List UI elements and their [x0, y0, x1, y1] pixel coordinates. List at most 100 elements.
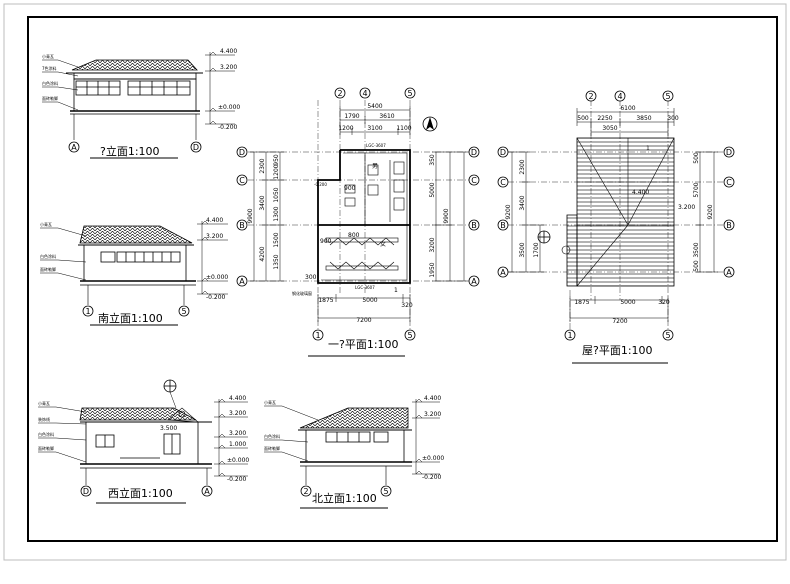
west-level-ground: ±0.000 [227, 457, 249, 464]
east-level-marks [205, 51, 235, 125]
roof-dim-500: 500 [577, 115, 589, 122]
west-level-eave: 3.200 [229, 410, 246, 417]
south-level-marks [197, 220, 228, 295]
floor-plan: 5400 1790 3610 1200 3100 1100 9900 2300 … [236, 87, 480, 357]
roof-dim-3850: 3850 [636, 115, 651, 122]
plan-dim-right-5000: 5000 [429, 182, 436, 197]
plan-axis-left-b: B [239, 221, 245, 230]
roof-axis-left-c: C [500, 178, 506, 187]
plan-axis-2: 2 [337, 89, 342, 98]
plan-dim-1200: 1200 [338, 125, 353, 132]
west-level-outdoor: -0.200 [227, 476, 247, 483]
south-level-outdoor: -0.200 [206, 294, 226, 301]
roof-dim-2250: 2250 [597, 115, 612, 122]
plan-dim-left-950: 950 [273, 154, 280, 166]
plan-dim-1100: 1100 [396, 125, 411, 132]
east-elevation-title: ?立面1:100 [100, 144, 160, 158]
plan-dim-bottom-320: 320 [401, 302, 413, 309]
roof-axis-4: 4 [617, 92, 622, 101]
roof-dim-right-3500: 3500 [693, 242, 700, 257]
east-axis-a: A [71, 143, 77, 152]
west-note-paint: 白色涂料 [38, 431, 54, 437]
east-axis-d: D [193, 143, 199, 152]
south-level-eave: 3.200 [206, 233, 223, 240]
plan-dim-1790: 1790 [344, 113, 359, 120]
east-note-base: 面砖勒脚 [42, 95, 58, 101]
east-level-ground: ±0.000 [218, 104, 240, 111]
roof-dim-left-1700: 1700 [533, 242, 540, 257]
roof-dim-right-5700: 5700 [693, 182, 700, 197]
plan-axis-4: 4 [362, 89, 367, 98]
inner-border [27, 16, 778, 542]
plan-mark-1: 1 [394, 287, 398, 294]
plan-axis-left-a: A [239, 277, 245, 286]
plan-axis-right-d: D [471, 148, 477, 157]
plan-axis-right-b: B [471, 221, 477, 230]
plan-dim-right-350: 350 [429, 154, 436, 166]
roof-dim-right-9200: 9200 [707, 204, 714, 219]
west-window [95, 434, 115, 448]
roof-axis-5: 5 [665, 92, 670, 101]
roof-dim-left-3400: 3400 [519, 195, 526, 210]
roof-mark-1: 1 [646, 145, 650, 152]
north-window-row [325, 431, 371, 443]
west-axis-a: A [204, 487, 210, 496]
plan-room-male: 男 [372, 163, 378, 170]
roof-axis-right-b: B [726, 221, 732, 230]
roof-axis-right-c: C [726, 178, 732, 187]
west-axis-d: D [83, 487, 89, 496]
south-axis-5: 5 [181, 307, 186, 316]
roof-plan-title: 屋?平面1:100 [582, 344, 653, 357]
north-arrow-icon [422, 116, 438, 132]
plan-dim-bottom-total: 7200 [356, 317, 371, 324]
plan-axis-bottom-5: 5 [407, 331, 412, 340]
north-level-marks [412, 398, 440, 475]
roof-dim-bottom-5000: 5000 [620, 299, 635, 306]
west-elevation: D A 小青瓦 装饰线 白色涂料 面砖勒脚 3.500 4.400 3.200 … [38, 379, 249, 504]
west-roof-tiles [79, 407, 197, 421]
west-note-tile: 小青瓦 [38, 400, 50, 406]
plan-dim-left-1300: 1300 [273, 206, 280, 221]
north-elevation: 2 5 小青瓦 白色涂料 面砖勒脚 4.400 3.200 ±0.000 -0.… [264, 395, 444, 509]
plan-dim-left-3400: 3400 [259, 195, 266, 210]
plan-axis-right-a: A [471, 277, 477, 286]
plan-dim-bottom-1875: 1875 [318, 297, 333, 304]
stall-fixtures-upper [344, 161, 405, 211]
plan-room-female: 女 [380, 240, 386, 248]
plan-axis-bottom-1: 1 [315, 331, 320, 340]
west-level-sill: 1.000 [229, 441, 246, 448]
east-note-paint: 白色涂料 [42, 80, 58, 86]
plan-dim-right-1950: 1950 [429, 262, 436, 277]
roof-axis-left-d: D [500, 148, 506, 157]
plan-tag-1: LGC-3607 [366, 143, 386, 148]
plan-dim-right-3200: 3200 [429, 237, 436, 252]
east-roof-tiles [71, 59, 198, 71]
plan-axis-5: 5 [407, 89, 412, 98]
south-window-row [116, 251, 181, 263]
plan-dim-left-1500: 1500 [273, 232, 280, 247]
plan-axis-right-c: C [471, 176, 477, 185]
plan-dim-left-2300: 2300 [259, 158, 266, 173]
east-window-left [75, 80, 121, 96]
plan-dim-300: 300 [305, 274, 317, 281]
roof-axis-left-b: B [500, 221, 506, 230]
plan-dim-left-4200: 4200 [259, 246, 266, 261]
west-elevation-title: 西立面1:100 [108, 486, 173, 500]
roof-dim-left-9200: 9200 [505, 204, 512, 219]
roof-axis-bottom-1: 1 [567, 331, 572, 340]
roof-axis-bottom-5: 5 [665, 331, 670, 340]
plan-dim-left-total: 9900 [247, 208, 254, 223]
roof-dim-right-500b: 500 [693, 260, 700, 272]
north-roof-tiles [299, 407, 409, 429]
roof-dim-left-3500: 3500 [519, 242, 526, 257]
roof-axis-left-a: A [500, 268, 506, 277]
plan-dim-900b: 900 [320, 238, 332, 245]
roof-plan: 6100 500 2250 3850 300 3050 9200 2300 34… [497, 90, 735, 364]
east-fascia-band [73, 72, 197, 80]
east-window-right [127, 80, 191, 96]
roof-dim-bottom-1875: 1875 [574, 299, 589, 306]
roof-dim-right-500: 500 [693, 152, 700, 164]
north-axis-5: 5 [383, 487, 388, 496]
west-level-eave-2: 3.200 [229, 430, 246, 437]
south-elevation: 1 5 小青瓦 白色涂料 面砖勒脚 4.400 3.200 ±0.000 -0.… [40, 217, 228, 326]
